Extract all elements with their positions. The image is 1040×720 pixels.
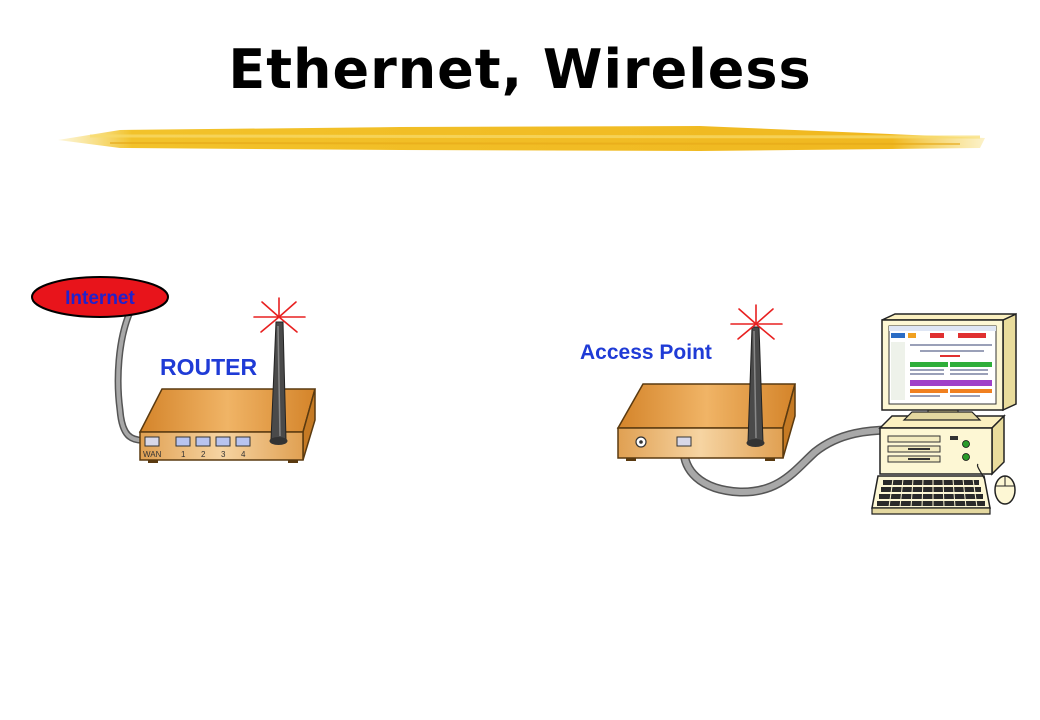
router-signal-icon [253, 297, 306, 333]
computer-monitor [881, 312, 1017, 412]
access-point-device [616, 383, 796, 461]
router-port-wan-label: WAN [143, 450, 162, 459]
router-port-3-label: 3 [221, 450, 226, 459]
computer-case [878, 414, 1006, 476]
ap-signal-icon [730, 304, 783, 340]
router-antenna-icon [269, 321, 288, 445]
monitor-screen [888, 325, 997, 405]
desktop-computer [871, 312, 1017, 515]
ap-antenna-icon [746, 326, 765, 447]
internet-cloud: Internet [31, 276, 169, 318]
router-port-2-label: 2 [201, 450, 206, 459]
router-device: WAN 1 2 3 4 [138, 388, 316, 463]
keyboard-icon [871, 475, 991, 515]
mouse-icon [976, 463, 1016, 505]
router-lan-ports [175, 436, 251, 447]
router-port-1-label: 1 [181, 450, 186, 459]
slide-title: Ethernet, Wireless [228, 38, 812, 101]
ap-to-computer-cable [679, 425, 898, 497]
internet-cable [114, 308, 152, 444]
internet-label: Internet [65, 288, 135, 309]
router-label: ROUTER [160, 354, 258, 380]
title-underline [58, 126, 985, 151]
access-point-label: Access Point [580, 341, 712, 364]
router-port-4-label: 4 [241, 450, 246, 459]
router-wan-port [144, 436, 160, 447]
ap-power-jack [635, 436, 647, 448]
ap-ethernet-port [676, 436, 692, 447]
